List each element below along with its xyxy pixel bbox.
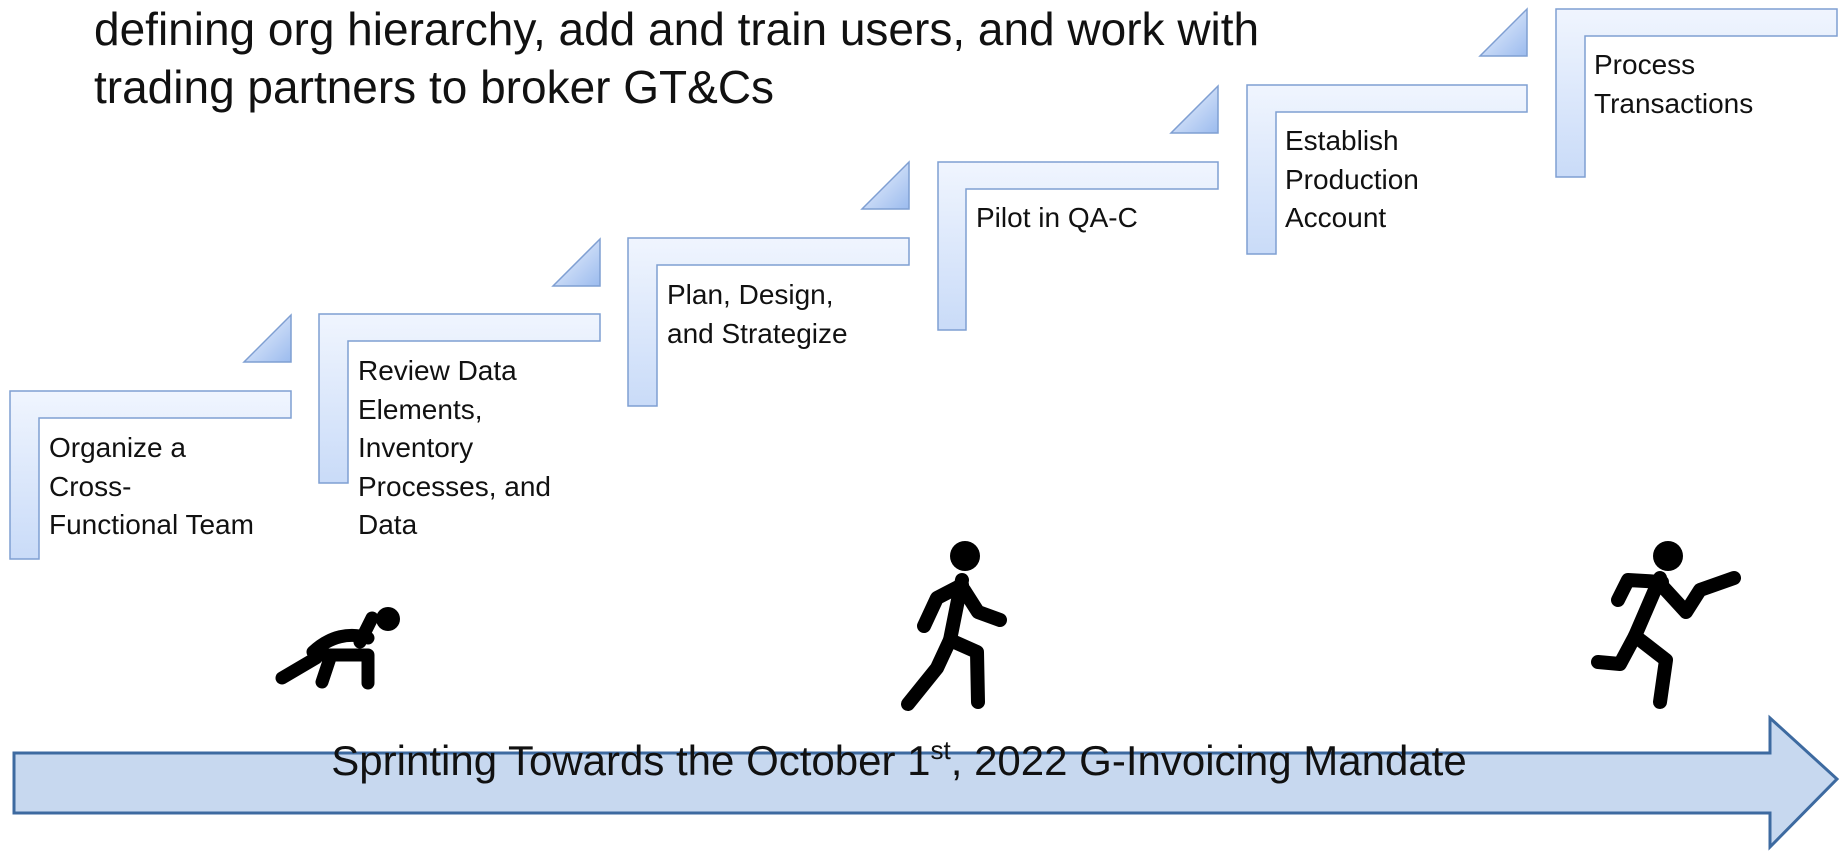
step-connector-5 [1478, 7, 1528, 57]
step-bracket-5 [1246, 84, 1528, 255]
banner-text-tail: , 2022 G-Invoicing Mandate [950, 737, 1467, 784]
step-bracket-2 [318, 313, 601, 484]
banner-superscript: st [930, 735, 951, 765]
running-person-icon [1591, 541, 1741, 709]
banner-text: Sprinting Towards the October 1st, 2022 … [14, 736, 1784, 786]
intro-text: defining org hierarchy, add and train us… [94, 0, 1259, 116]
step-label-process: Process Transactions [1594, 49, 1754, 119]
crouching-runner-icon [275, 607, 400, 690]
walking-person-icon [901, 541, 1007, 711]
intro-line-1: defining org hierarchy, add and train us… [94, 3, 1260, 55]
step-label-plan: Plan, Design, and Strategize [667, 279, 848, 349]
step-bracket-1 [9, 390, 292, 560]
step-bracket-6 [1555, 8, 1838, 178]
banner-text-main: Sprinting Towards the October 1 [331, 737, 931, 784]
step-label-review: Review Data Elements, Inventory Processe… [358, 355, 551, 540]
step-label-establish: Establish Production Account [1285, 125, 1419, 233]
intro-line-2: trading partners to broker GT&Cs [94, 61, 775, 113]
step-connector-2 [551, 237, 601, 287]
step-bracket-3 [627, 237, 910, 407]
step-connector-4 [1169, 84, 1219, 134]
step-label-pilot: Pilot in QA-C [976, 202, 1138, 233]
banner-arrow [12, 714, 1840, 851]
step-bracket-4 [937, 161, 1219, 331]
step-label-organize: Organize a Cross- Functional Team [49, 432, 254, 540]
step-connector-1 [242, 313, 292, 363]
step-connector-3 [860, 160, 910, 210]
